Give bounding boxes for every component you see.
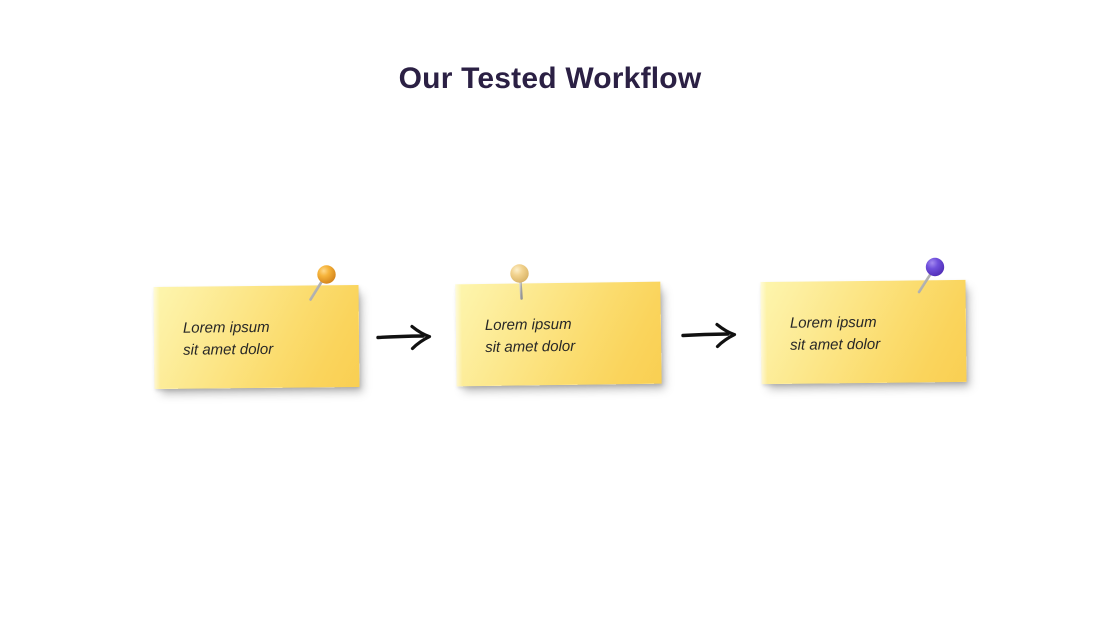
sticky-note[interactable]: Lorem ipsum sit amet dolor xyxy=(760,279,967,385)
workflow-step-2[interactable]: Lorem ipsum sit amet dolor xyxy=(455,281,662,387)
workflow-step-3[interactable]: Lorem ipsum sit amet dolor xyxy=(760,279,967,385)
sticky-note-text: Lorem ipsum sit amet dolor xyxy=(789,313,881,354)
sticky-note-text: Lorem ipsum sit amet dolor xyxy=(484,315,576,356)
page-title: Our Tested Workflow xyxy=(398,62,702,95)
sticky-note[interactable]: Lorem ipsum sit amet dolor xyxy=(153,285,360,389)
sticky-note-text: Lorem ipsum sit amet dolor xyxy=(182,318,274,359)
sticky-note[interactable]: Lorem ipsum sit amet dolor xyxy=(455,281,662,387)
workflow-step-1[interactable]: Lorem ipsum sit amet dolor xyxy=(153,285,360,389)
arrow-right-icon-2 xyxy=(681,320,745,350)
arrow-right-icon-1 xyxy=(376,322,440,352)
